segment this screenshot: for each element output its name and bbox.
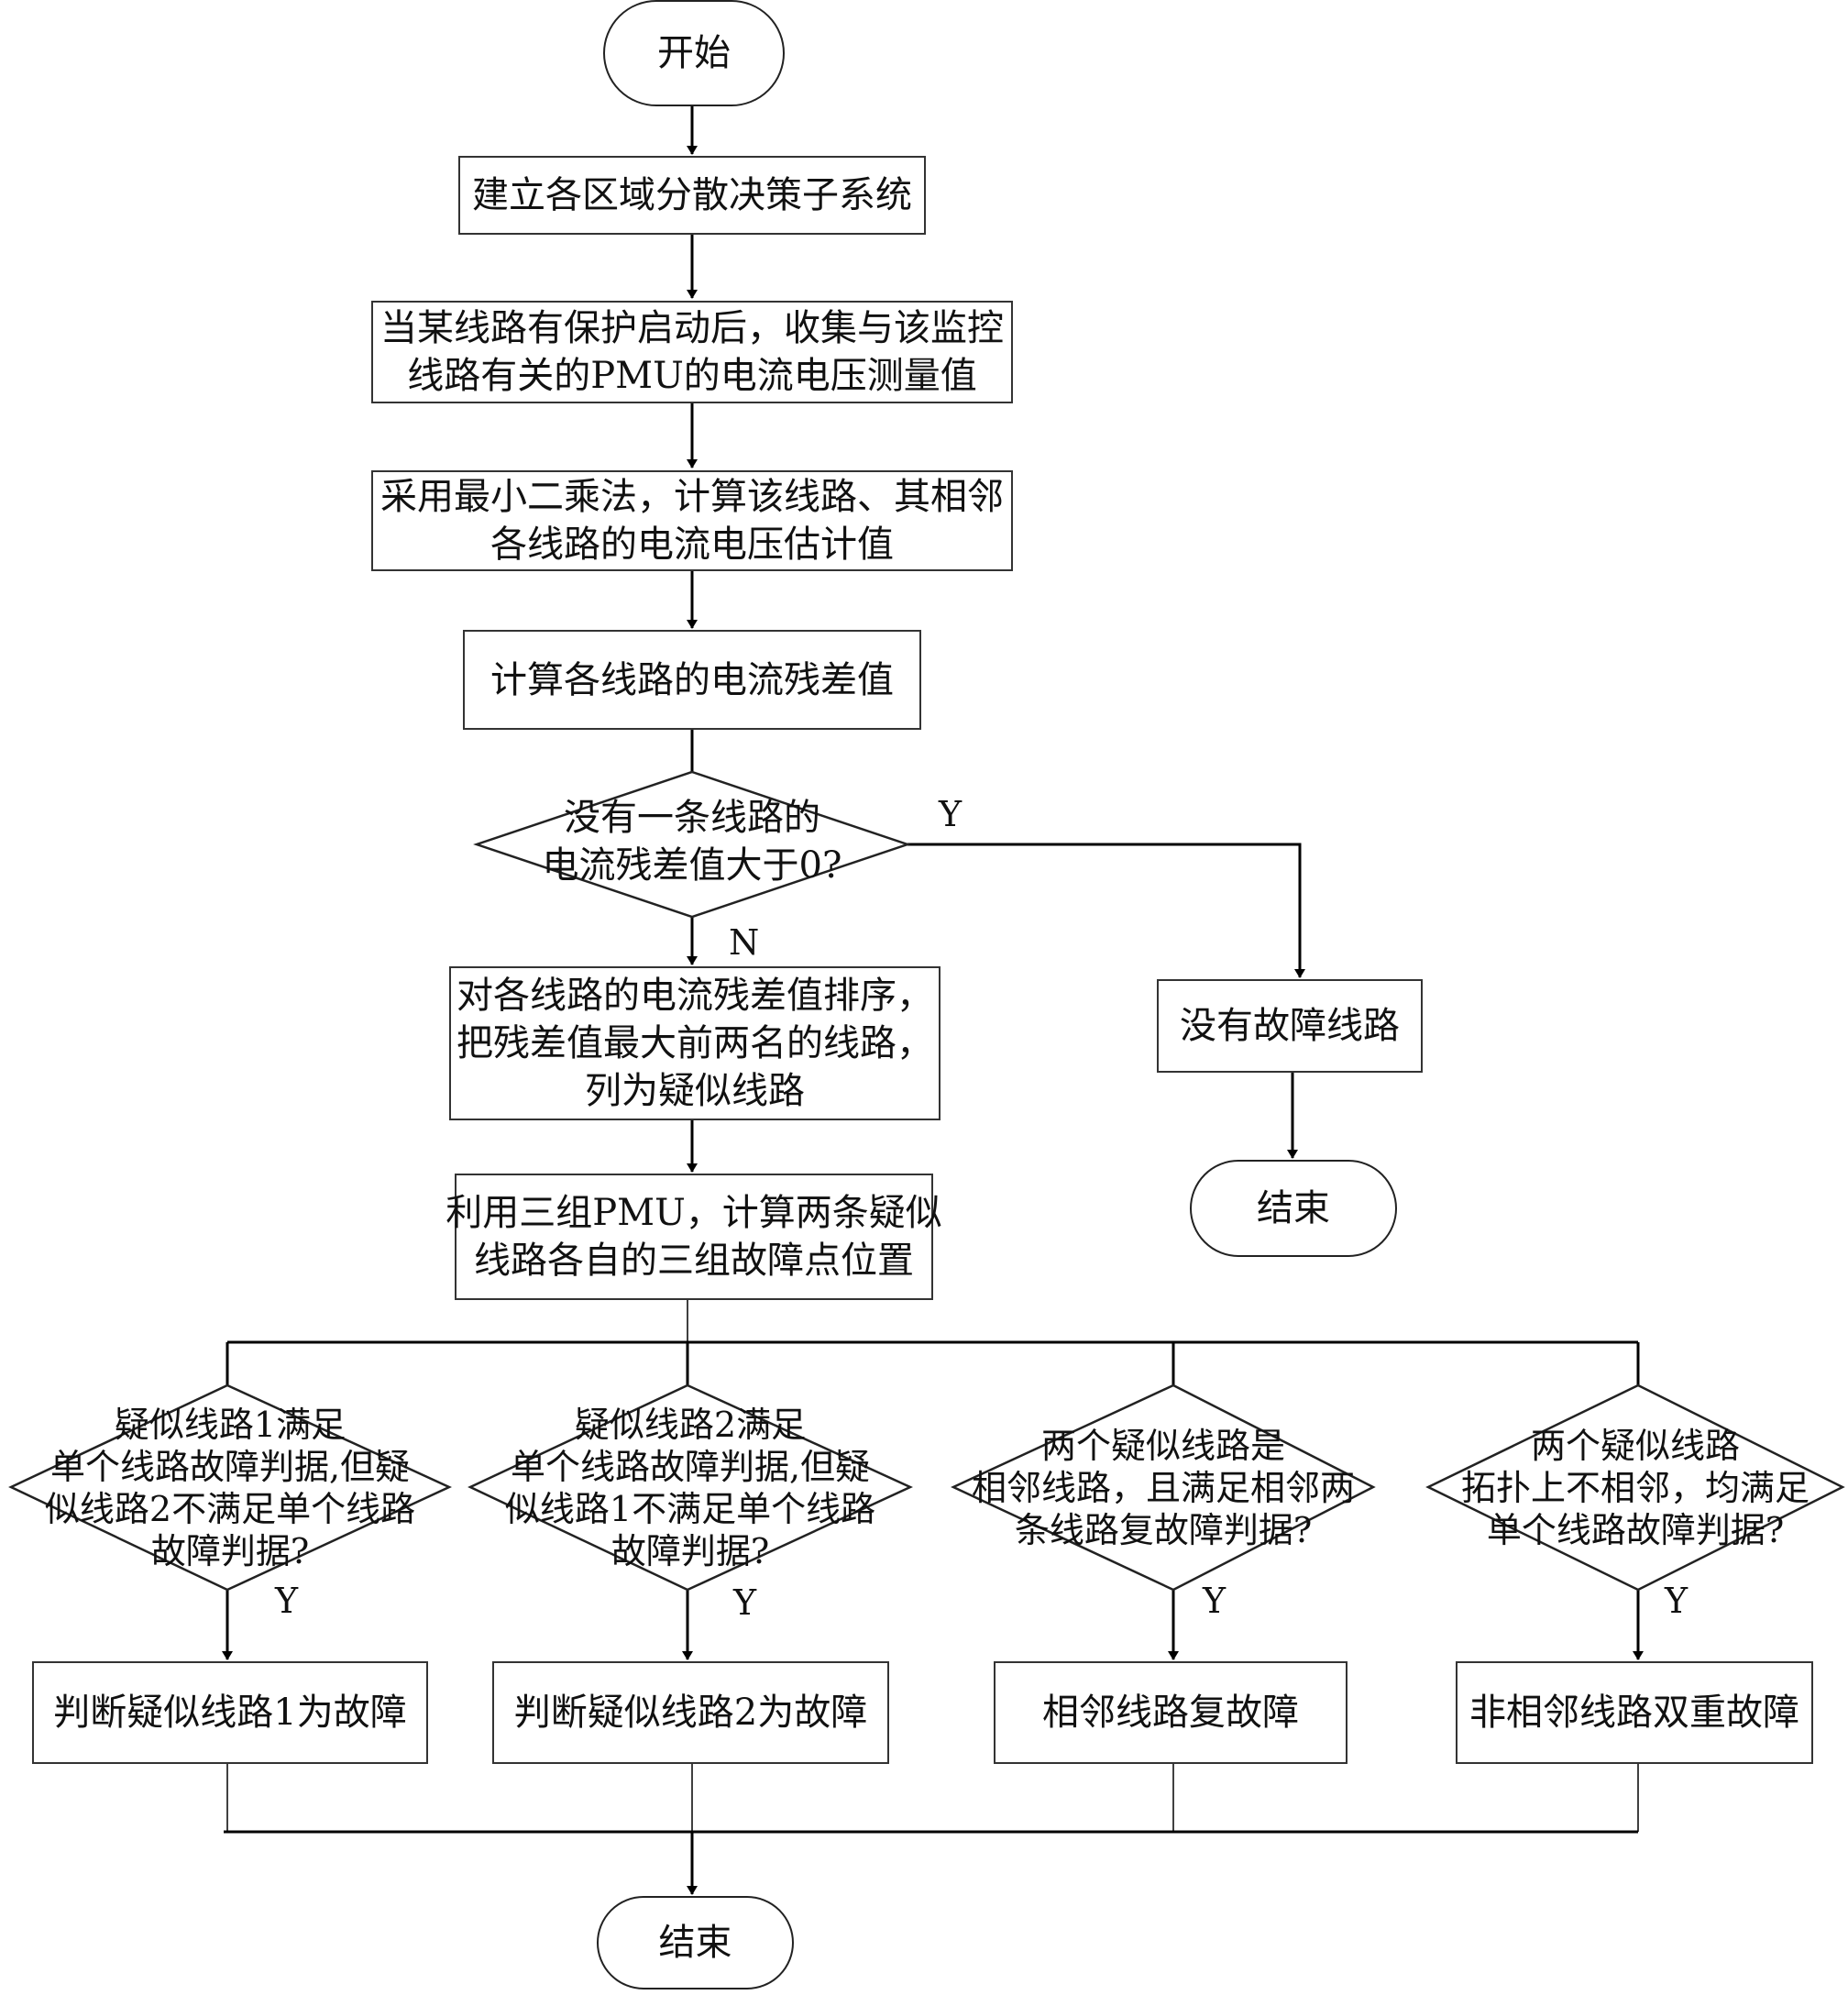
process-least-squares-line2: 各线路的电流电压估计值: [490, 521, 894, 568]
decision-c4-yes-label: Y: [1665, 1582, 1688, 1619]
arrow-d1-yes: [908, 844, 1300, 977]
decision-c4-line1: 两个疑似线路: [1531, 1425, 1740, 1467]
decision-c1-line1: 疑似线路1满足: [115, 1404, 346, 1446]
decision-c1-line4: 故障判据?: [151, 1530, 309, 1572]
process-build-subsystems: 建立各区域分散决策子系统: [458, 156, 926, 235]
process-locate-fault-points: 利用三组PMU，计算两条疑似 线路各自的三组故障点位置: [455, 1174, 933, 1300]
result-nonadjacent-double-fault: 非相邻线路双重故障: [1456, 1661, 1813, 1764]
decision-c2-line2: 单个线路故障判据,但疑: [511, 1446, 870, 1488]
decision-d1-text: 没有一条线路的 电流残差值大于0?: [477, 794, 908, 889]
process-rank-suspects-line1: 对各线路的电流残差值排序，: [456, 972, 933, 1020]
end-right-label: 结束: [1257, 1185, 1330, 1232]
decision-d1-no-label: N: [729, 924, 759, 961]
end-terminal-right: 结束: [1190, 1160, 1397, 1257]
process-collect-pmu-line1: 当某线路有保护启动后，收集与该监控: [380, 304, 1004, 352]
end-bottom-label: 结束: [659, 1919, 732, 1967]
process-collect-pmu-line2: 线路有关的PMU的电流电压测量值: [407, 352, 977, 400]
process-least-squares: 采用最小二乘法，计算该线路、其相邻 各线路的电流电压估计值: [371, 470, 1013, 571]
process-residuals-label: 计算各线路的电流残差值: [490, 656, 894, 704]
process-locate-fault-points-line1: 利用三组PMU，计算两条疑似: [446, 1189, 942, 1237]
process-collect-pmu: 当某线路有保护启动后，收集与该监控 线路有关的PMU的电流电压测量值: [371, 301, 1013, 403]
decision-c1-yes-label: Y: [275, 1582, 298, 1619]
decision-c2-line3: 似线路1不满足单个线路: [505, 1488, 875, 1530]
decision-c3-line2: 相邻线路，且满足相邻两: [972, 1467, 1355, 1509]
decision-d1-line1: 没有一条线路的: [564, 794, 820, 842]
decision-c4-line2: 拓扑上不相邻，均满足: [1461, 1467, 1810, 1509]
decision-c3-text: 两个疑似线路是 相邻线路，且满足相邻两 条线路复故障判据?: [953, 1424, 1373, 1552]
decision-c3-line1: 两个疑似线路是: [1041, 1425, 1285, 1467]
decision-c2-line4: 故障判据?: [611, 1530, 769, 1572]
decision-c4-line3: 单个线路故障判据?: [1487, 1509, 1784, 1551]
end-terminal-bottom: 结束: [597, 1896, 794, 1989]
result-suspect1-fault-label: 判断疑似线路1为故障: [53, 1689, 406, 1736]
process-rank-suspects-line2: 把残差值最大前两名的线路，: [456, 1020, 933, 1067]
decision-c2-yes-label: Y: [733, 1584, 756, 1621]
result-nonadjacent-double-fault-label: 非相邻线路双重故障: [1469, 1689, 1799, 1736]
decision-c3-line3: 条线路复故障判据?: [1015, 1509, 1312, 1551]
process-rank-suspects-line3: 列为疑似线路: [585, 1067, 805, 1115]
decision-c2-line1: 疑似线路2满足: [575, 1404, 806, 1446]
process-no-fault-label: 没有故障线路: [1180, 1002, 1400, 1050]
result-suspect2-fault: 判断疑似线路2为故障: [492, 1661, 889, 1764]
process-no-fault: 没有故障线路: [1157, 979, 1423, 1073]
result-adjacent-double-fault-label: 相邻线路复故障: [1042, 1689, 1299, 1736]
process-build-subsystems-label: 建立各区域分散决策子系统: [472, 171, 912, 219]
decision-c2-text: 疑似线路2满足 单个线路故障判据,但疑 似线路1不满足单个线路 故障判据?: [470, 1403, 910, 1573]
decision-c4-text: 两个疑似线路 拓扑上不相邻，均满足 单个线路故障判据?: [1428, 1424, 1842, 1552]
result-suspect1-fault: 判断疑似线路1为故障: [32, 1661, 428, 1764]
decision-c1-line2: 单个线路故障判据,但疑: [50, 1446, 410, 1488]
process-rank-suspects: 对各线路的电流残差值排序， 把残差值最大前两名的线路， 列为疑似线路: [449, 966, 940, 1120]
decision-d1-yes-label: Y: [939, 796, 962, 832]
decision-d1-line2: 电流残差值大于0?: [543, 842, 842, 889]
decision-c3-yes-label: Y: [1203, 1582, 1226, 1619]
decision-c1-text: 疑似线路1满足 单个线路故障判据,但疑 似线路2不满足单个线路 故障判据?: [11, 1403, 449, 1573]
decision-c1-line3: 似线路2不满足单个线路: [45, 1488, 415, 1530]
process-locate-fault-points-line2: 线路各自的三组故障点位置: [474, 1237, 914, 1284]
process-least-squares-line1: 采用最小二乘法，计算该线路、其相邻: [380, 473, 1004, 521]
result-adjacent-double-fault: 相邻线路复故障: [994, 1661, 1348, 1764]
process-residuals: 计算各线路的电流残差值: [463, 630, 921, 730]
start-terminal: 开始: [603, 0, 785, 106]
result-suspect2-fault-label: 判断疑似线路2为故障: [514, 1689, 867, 1736]
start-label: 开始: [657, 29, 731, 77]
